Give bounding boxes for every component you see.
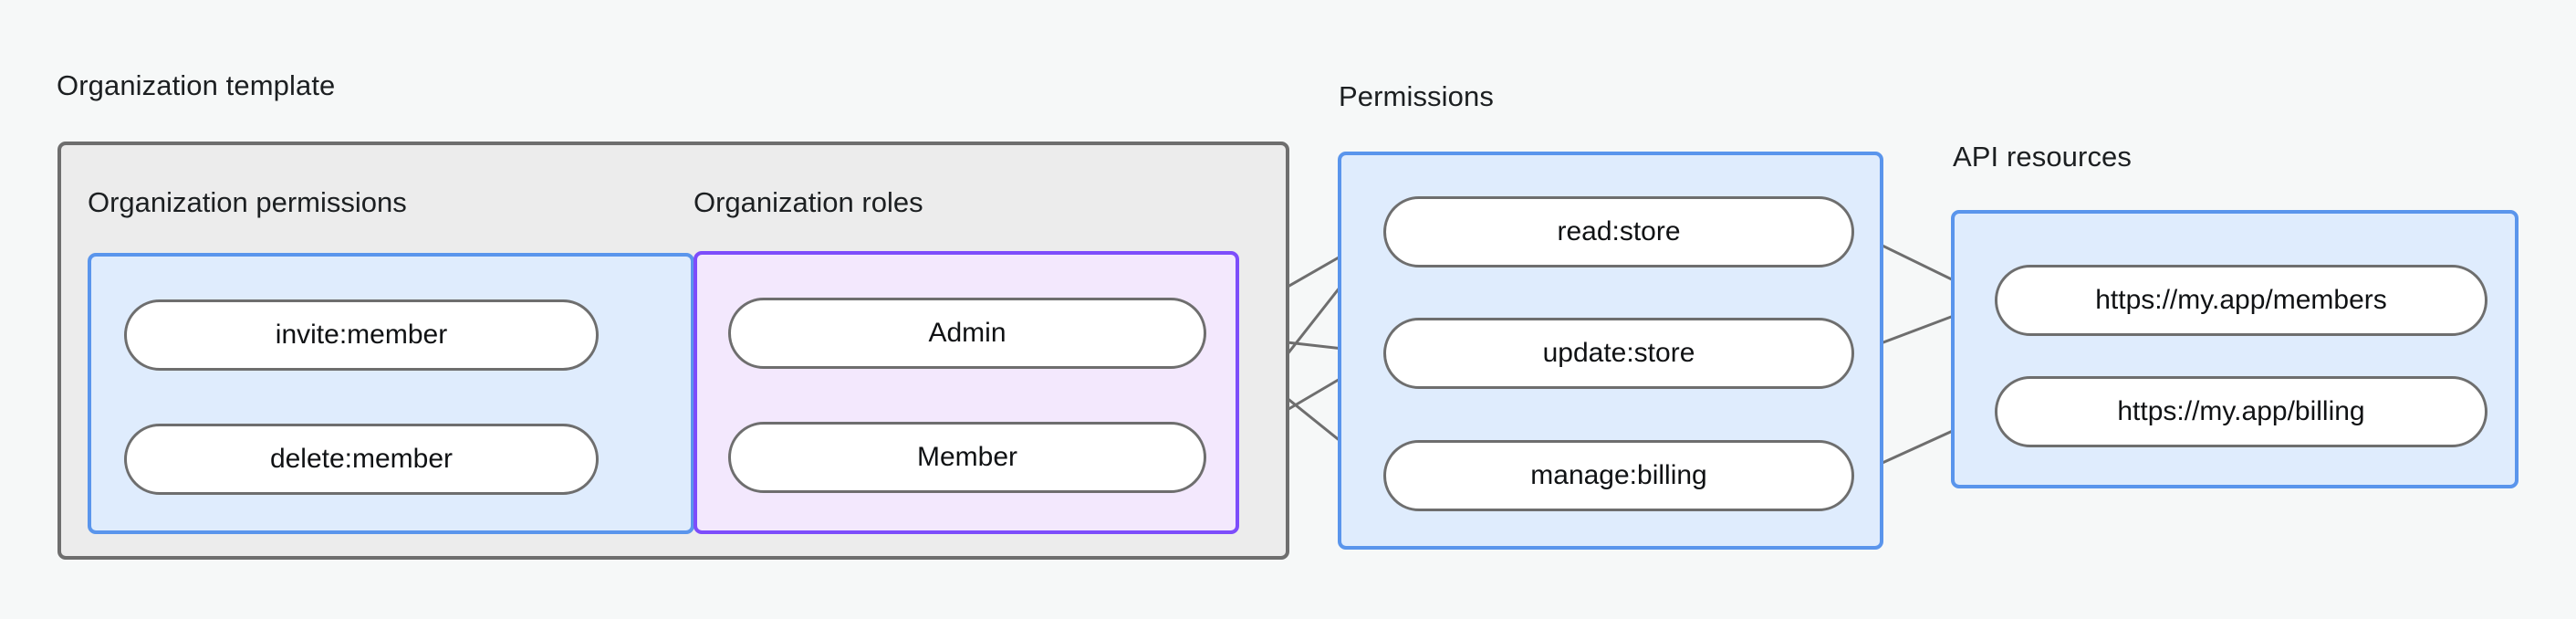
group-label-organization-permissions: Organization permissions [88, 186, 407, 218]
node-admin[interactable]: Admin [728, 298, 1206, 369]
node-manage-billing[interactable]: manage:billing [1383, 440, 1854, 511]
group-label-organization-template: Organization template [57, 69, 336, 101]
node-update-store[interactable]: update:store [1383, 318, 1854, 389]
node-read-store[interactable]: read:store [1383, 196, 1854, 268]
group-label-organization-roles: Organization roles [694, 186, 923, 218]
node-billing-url[interactable]: https://my.app/billing [1995, 376, 2487, 447]
group-label-api-resources: API resources [1953, 141, 2132, 173]
node-members-url[interactable]: https://my.app/members [1995, 265, 2487, 336]
node-delete-member[interactable]: delete:member [124, 424, 599, 495]
node-member[interactable]: Member [728, 422, 1206, 493]
node-invite-member[interactable]: invite:member [124, 299, 599, 371]
group-label-permissions: Permissions [1339, 80, 1494, 112]
